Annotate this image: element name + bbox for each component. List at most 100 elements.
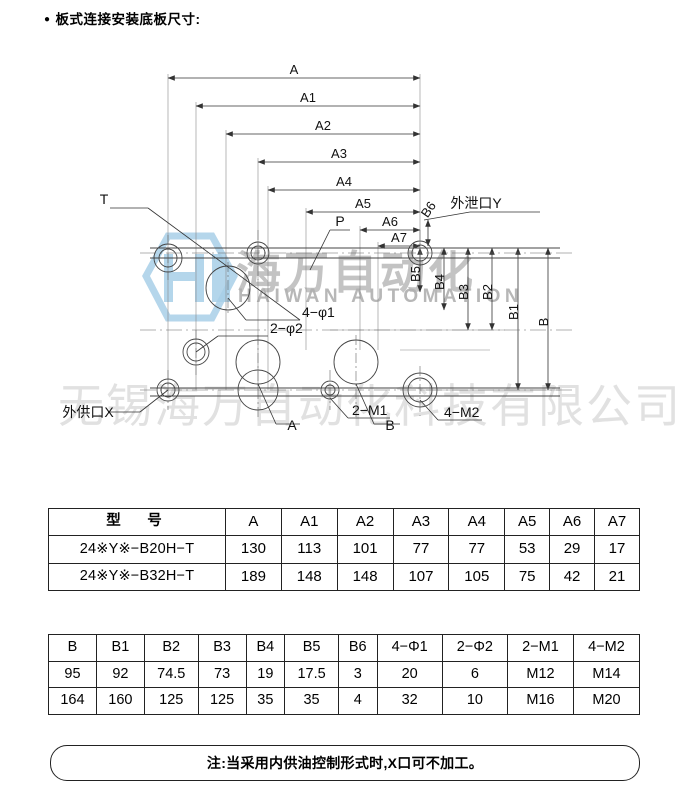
- dim-label-B3: B3: [456, 284, 471, 300]
- cell-a: 189: [225, 562, 282, 591]
- column-header-b: B: [48, 634, 97, 662]
- dim-label-A6: A6: [382, 214, 398, 229]
- port-label-t: T: [100, 191, 109, 207]
- cell-b6: 4: [337, 687, 378, 715]
- cell-phi1: 20: [376, 660, 443, 689]
- cell-a1: 148: [280, 562, 338, 591]
- dimension-table-a: 型 号 A A1 A2 A3 A4 A5 A6 A7 24※Y※−B20H−T …: [48, 507, 640, 591]
- cell-b5: 35: [284, 687, 339, 715]
- cell-a6: 29: [549, 535, 595, 564]
- cell-b1: 160: [95, 687, 145, 715]
- table-row: 24※Y※−B32H−T 189 148 148 107 105 75 42 2…: [48, 562, 640, 591]
- column-header-b3: B3: [197, 634, 247, 662]
- cell-b4: 35: [245, 687, 286, 715]
- cell-a1: 113: [280, 535, 338, 564]
- callout-2-phi2: 2−φ2: [270, 320, 303, 336]
- dim-label-B4: B4: [432, 274, 447, 290]
- cell-a7: 21: [594, 562, 640, 591]
- cell-a3: 107: [392, 562, 450, 591]
- column-header-m1: 2−M1: [507, 634, 574, 662]
- cell-b6: 3: [337, 660, 378, 689]
- cell-m2: M20: [572, 687, 641, 715]
- cell-phi2: 10: [441, 687, 509, 715]
- page-title: ● 板式连接安装底板尺寸:: [44, 8, 201, 28]
- cell-b3: 73: [197, 660, 247, 689]
- column-header-b5: B5: [284, 634, 339, 662]
- dim-label-B1: B1: [506, 304, 521, 320]
- column-header-model: 型 号: [48, 507, 226, 537]
- dim-label-A4: A4: [336, 174, 352, 189]
- table-row: 24※Y※−B20H−T 130 113 101 77 77 53 29 17: [48, 535, 640, 564]
- cell-model: 24※Y※−B32H−T: [48, 562, 226, 591]
- callout-2-m1: 2−M1: [352, 402, 388, 418]
- drawing-canvas: A A1 A2 A3 A4 A5 A6 A7 B B1 B2 B3 B4 B5 …: [62, 62, 575, 433]
- table-header-row: 型 号 A A1 A2 A3 A4 A5 A6 A7: [48, 507, 640, 537]
- column-header-a3: A3: [392, 507, 450, 537]
- dim-label-B: B: [536, 318, 551, 327]
- cell-a5: 75: [504, 562, 551, 591]
- cell-a6: 42: [549, 562, 595, 591]
- column-header-phi1: 4−Φ1: [376, 634, 443, 662]
- cell-a2: 148: [336, 562, 394, 591]
- section-mark-b: B: [385, 417, 394, 433]
- column-header-a5: A5: [504, 507, 551, 537]
- dim-label-B2: B2: [480, 284, 495, 300]
- cell-a5: 53: [504, 535, 551, 564]
- column-header-a4: A4: [448, 507, 506, 537]
- port-label-p: P: [335, 213, 344, 229]
- column-header-a1: A1: [280, 507, 338, 537]
- cell-a2: 101: [336, 535, 394, 564]
- column-header-a: A: [225, 507, 282, 537]
- note-banner: 注:当采用内供油控制形式时,X口可不加工。: [50, 745, 640, 781]
- dim-label-A: A: [290, 62, 299, 77]
- cell-b2: 125: [143, 687, 199, 715]
- dim-label-B5: B5: [408, 266, 423, 282]
- cell-m1: M16: [507, 687, 574, 715]
- cell-a4: 105: [448, 562, 506, 591]
- column-header-b1: B1: [95, 634, 145, 662]
- cell-m2: M14: [572, 660, 641, 689]
- dim-label-A2: A2: [315, 118, 331, 133]
- note-text: 注:当采用内供油控制形式时,X口可不加工。: [206, 755, 484, 771]
- cell-b3: 125: [197, 687, 247, 715]
- cell-b1: 92: [95, 660, 145, 689]
- cell-phi1: 32: [376, 687, 443, 715]
- dim-label-B6: B6: [418, 199, 439, 221]
- column-header-a2: A2: [336, 507, 394, 537]
- bullet-icon: ●: [44, 14, 51, 25]
- cell-m1: M12: [507, 660, 574, 689]
- column-header-phi2: 2−Φ2: [441, 634, 509, 662]
- port-label-drain-y: 外泄口Y: [450, 195, 502, 211]
- column-header-b2: B2: [143, 634, 199, 662]
- column-header-b6: B6: [337, 634, 378, 662]
- column-header-b4: B4: [245, 634, 286, 662]
- dim-label-A7: A7: [391, 230, 407, 245]
- cell-b: 164: [48, 687, 97, 715]
- dim-label-A1: A1: [300, 90, 316, 105]
- column-header-a7: A7: [594, 507, 640, 537]
- page-title-text: 板式连接安装底板尺寸:: [55, 12, 201, 27]
- callout-4-phi1: 4−φ1: [302, 304, 335, 320]
- cell-b5: 17.5: [284, 660, 339, 689]
- cell-phi2: 6: [441, 660, 509, 689]
- cell-b4: 19: [245, 660, 286, 689]
- table-row: 95 92 74.5 73 19 17.5 3 20 6 M12 M14: [48, 660, 641, 689]
- cell-b: 95: [48, 660, 97, 689]
- cell-a4: 77: [448, 535, 506, 564]
- dim-label-A3: A3: [331, 146, 347, 161]
- dimension-table-b: B B1 B2 B3 B4 B5 B6 4−Φ1 2−Φ2 2−M1 4−M2 …: [48, 634, 641, 715]
- port-label-supply-x: 外供口X: [62, 404, 114, 420]
- column-header-m2: 4−M2: [572, 634, 641, 662]
- cell-a: 130: [225, 535, 282, 564]
- column-header-a6: A6: [549, 507, 595, 537]
- dim-label-A5: A5: [355, 196, 371, 211]
- table-row: 164 160 125 125 35 35 4 32 10 M16 M20: [48, 687, 641, 715]
- callout-4-m2: 4−M2: [444, 404, 480, 420]
- cell-model: 24※Y※−B20H−T: [48, 535, 226, 564]
- cell-a3: 77: [392, 535, 450, 564]
- technical-drawing: A A1 A2 A3 A4 A5 A6 A7 B B1 B2 B3 B4 B5 …: [0, 30, 688, 470]
- table-header-row: B B1 B2 B3 B4 B5 B6 4−Φ1 2−Φ2 2−M1 4−M2: [48, 634, 641, 662]
- cell-a7: 17: [594, 535, 640, 564]
- cell-b2: 74.5: [143, 660, 199, 689]
- section-mark-a: A: [287, 417, 297, 433]
